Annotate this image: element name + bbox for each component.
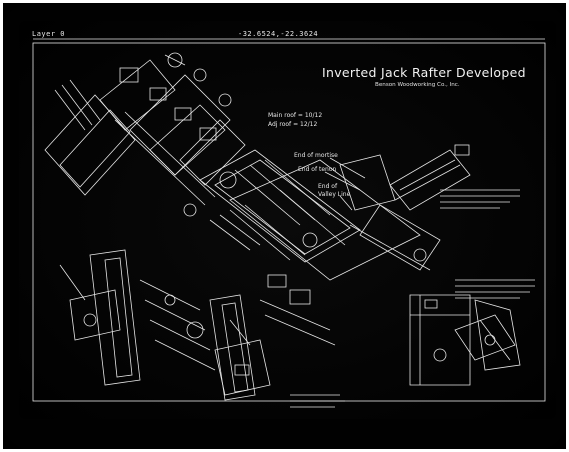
rafter-cluster-lower-center — [209, 294, 336, 401]
rafter-cluster-upper-left — [44, 52, 246, 206]
note-lines-bottom — [290, 394, 345, 408]
rafter-band-center — [183, 149, 421, 305]
end-of-valley-label-1: End of — [318, 183, 338, 190]
rafter-cluster-lower-left — [59, 249, 216, 386]
note-lines-right — [440, 189, 535, 299]
drawing-title: Inverted Jack Rafter Developed — [322, 65, 526, 80]
rafter-cluster-right — [339, 144, 471, 271]
drawing-border — [32, 42, 546, 402]
main-roof-label: Main roof = 10/12 — [268, 112, 323, 119]
drawing-subtitle: Benson Woodworking Co., Inc. — [375, 82, 460, 88]
rafter-cluster-lower-right — [409, 294, 521, 386]
crt-screen — [19, 21, 556, 419]
end-of-valley-label-2: Valley Line — [318, 191, 351, 198]
end-of-mortise-label: End of mortise — [294, 152, 338, 159]
status-coordinates: -32.6524,-22.3624 — [238, 30, 319, 38]
status-layer-label: Layer 0 — [32, 30, 66, 38]
adj-roof-label: Adj roof = 12/12 — [268, 121, 318, 128]
crt-monitor — [3, 3, 566, 449]
annotation-leaders — [324, 157, 366, 211]
end-of-tenon-label: End of tenon — [298, 166, 337, 173]
